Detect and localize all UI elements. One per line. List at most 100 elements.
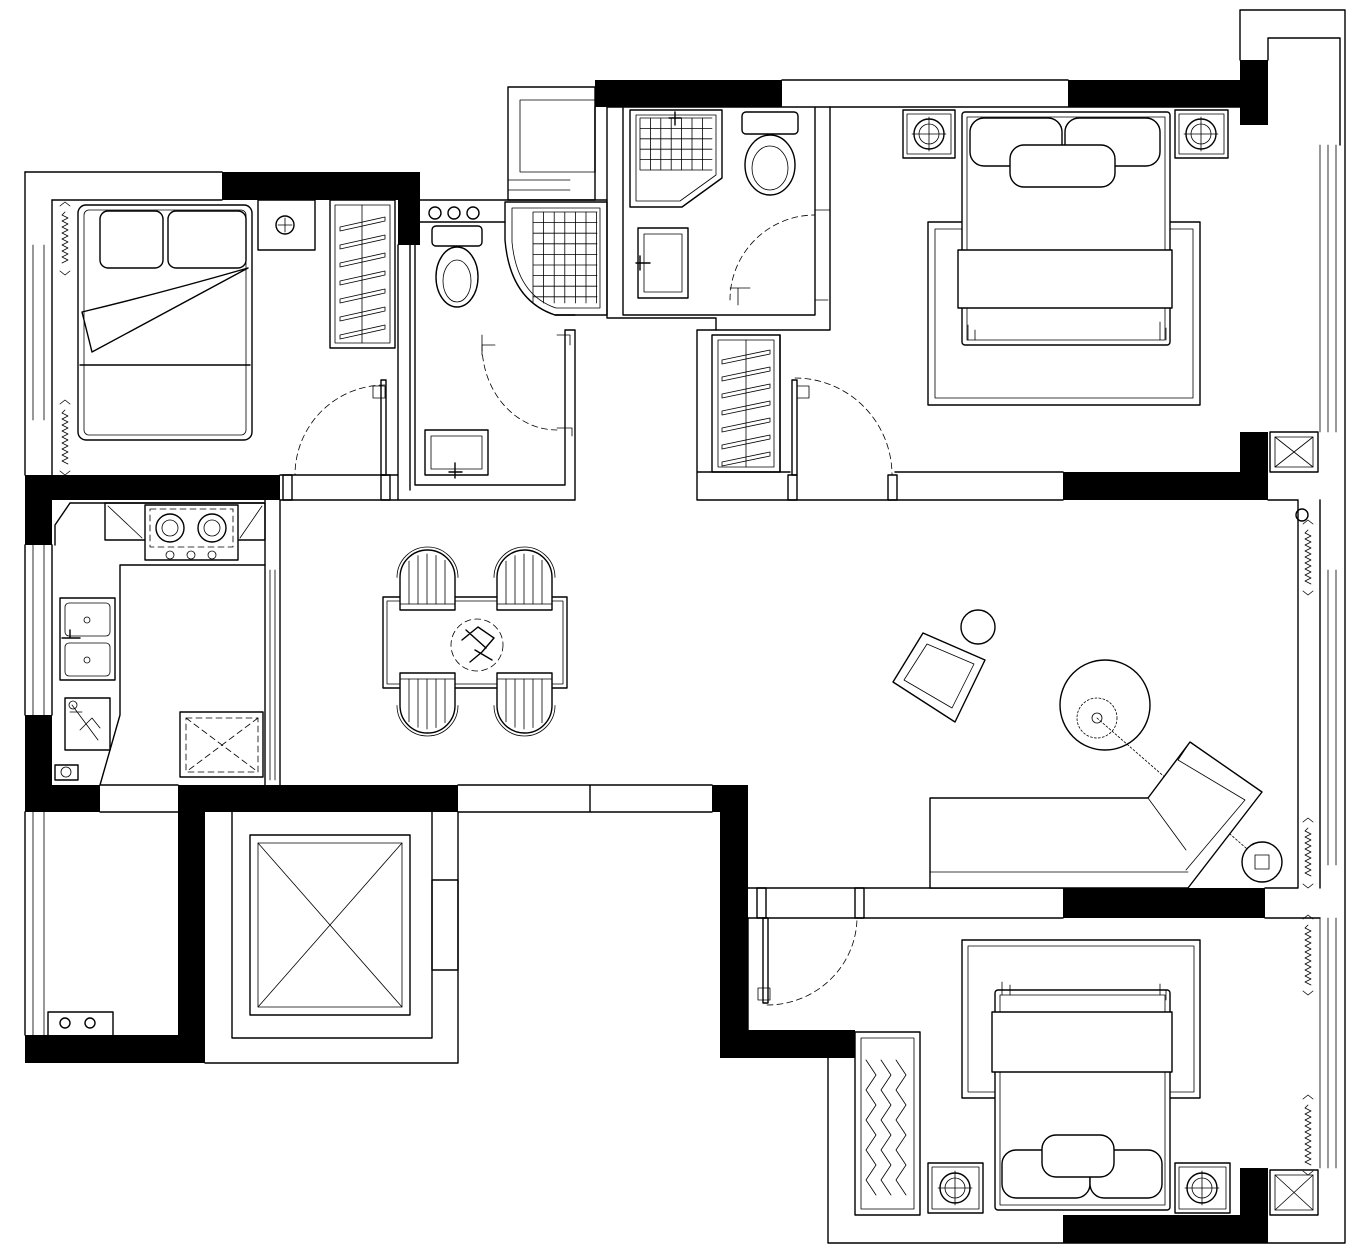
wardrobe-master — [711, 334, 781, 473]
dining-area — [382, 546, 568, 737]
duvet-band — [957, 249, 1173, 309]
duct-box-outer — [1269, 431, 1319, 473]
duct-box-outer — [1269, 1169, 1319, 1216]
door-bathroom-2 — [729, 209, 831, 306]
dining-chair — [493, 672, 556, 737]
armchair-seat — [903, 643, 975, 709]
door-left-bedroom — [282, 379, 391, 501]
blanket-fold — [81, 267, 249, 353]
kitchen-sink — [59, 597, 116, 681]
nightstand-top — [1178, 1166, 1227, 1210]
door-stop — [796, 385, 810, 399]
balcony-cabinet — [47, 1011, 114, 1036]
hanger-icon — [721, 400, 771, 416]
counter-corner — [107, 505, 263, 539]
wall-core-top — [178, 785, 458, 812]
sink-body — [59, 597, 116, 681]
side-table — [960, 609, 996, 645]
curtain-arrow-icon — [59, 399, 71, 476]
bin-icon — [60, 766, 72, 778]
chair-back — [396, 546, 459, 578]
elevator-inner — [257, 842, 403, 1008]
left-bedroom-window — [32, 244, 45, 421]
hanger-icon — [721, 434, 771, 450]
pillow — [99, 210, 164, 269]
shower-tray — [629, 109, 723, 208]
kitchen — [54, 502, 266, 786]
toilet-bowl — [744, 134, 796, 196]
left-bedroom — [77, 199, 396, 441]
service-shaft — [507, 86, 596, 201]
living-room-bottom-edge — [457, 784, 1064, 919]
hanger-icon — [865, 1059, 877, 1196]
bathroom-2 — [629, 109, 799, 299]
left-bedroom-top-edge — [24, 171, 223, 201]
duct-box-cross — [1274, 436, 1314, 468]
nightstand — [927, 1162, 984, 1214]
bed-legs — [1001, 981, 1167, 1001]
pillow — [1009, 144, 1116, 188]
door-handle — [729, 209, 831, 306]
wardrobe-outer — [711, 334, 781, 473]
elevator-cross — [257, 842, 403, 1008]
coffee-table-ring — [1076, 697, 1118, 739]
fridge-body — [179, 711, 264, 778]
drain-icon — [83, 616, 91, 624]
tile-grid — [639, 117, 713, 171]
toilet-1 — [431, 225, 483, 308]
kitchen-glass-partition — [264, 499, 281, 786]
structural-walls — [25, 60, 1268, 1243]
door-jamb — [282, 474, 293, 501]
wall-living-bottom-right — [1063, 888, 1265, 918]
floor-lamp-icon — [1254, 854, 1270, 870]
pillow — [167, 210, 247, 269]
curtain-icon — [1304, 529, 1312, 585]
elevator-shaft — [249, 834, 459, 1016]
knob-icon — [186, 550, 196, 560]
bathroom-1 — [424, 201, 608, 479]
wardrobe-outer — [854, 1031, 921, 1216]
door-master-bedroom — [787, 377, 898, 501]
pillow — [1041, 1134, 1115, 1178]
nightstand — [902, 109, 956, 159]
door-jamb — [756, 887, 767, 919]
door-stop — [372, 385, 386, 399]
bed-bottom — [991, 981, 1173, 1211]
wall-top-left-bedroom — [222, 172, 420, 200]
shower-tray-inner — [511, 207, 601, 309]
bottom-bedroom — [854, 939, 1231, 1216]
wall-bottom-bedroom-bottom — [1063, 1215, 1268, 1243]
curtain-icon — [1304, 924, 1312, 986]
hanger-icon — [721, 383, 771, 399]
floor-lamp-base — [1241, 841, 1283, 883]
master-bedroom-window — [1319, 144, 1337, 433]
door-swing-arc — [294, 384, 386, 476]
dishwasher-detail — [69, 704, 101, 741]
wall-corridor-bottom — [720, 1030, 855, 1058]
toilet-tank — [741, 111, 799, 135]
hanger-icon — [721, 349, 771, 365]
curtain-icon — [1304, 1104, 1312, 1166]
duvet-band — [991, 1011, 1173, 1073]
curtain-markers — [59, 201, 1314, 1176]
nightstand-top — [1178, 113, 1225, 155]
outer-boundary-right — [827, 9, 1346, 1244]
burner-icon — [155, 513, 185, 543]
toilet-2 — [741, 111, 799, 196]
chair-seat — [496, 549, 553, 611]
door-swing-arc — [766, 917, 858, 1006]
door-jamb — [854, 887, 865, 919]
hanger-icon — [895, 1059, 907, 1196]
bed-frame — [77, 204, 253, 441]
sink-basin — [64, 642, 111, 677]
faucet-icon — [448, 462, 463, 479]
wardrobe-inner — [860, 1037, 915, 1210]
shower-2 — [629, 109, 723, 208]
hanger-icon — [339, 324, 386, 340]
knob-icon — [207, 550, 217, 560]
wall-kitchen-bottom — [25, 785, 100, 812]
toilet-tank — [431, 225, 483, 247]
balcony-window — [32, 811, 45, 1036]
wardrobe-inner — [334, 204, 391, 344]
